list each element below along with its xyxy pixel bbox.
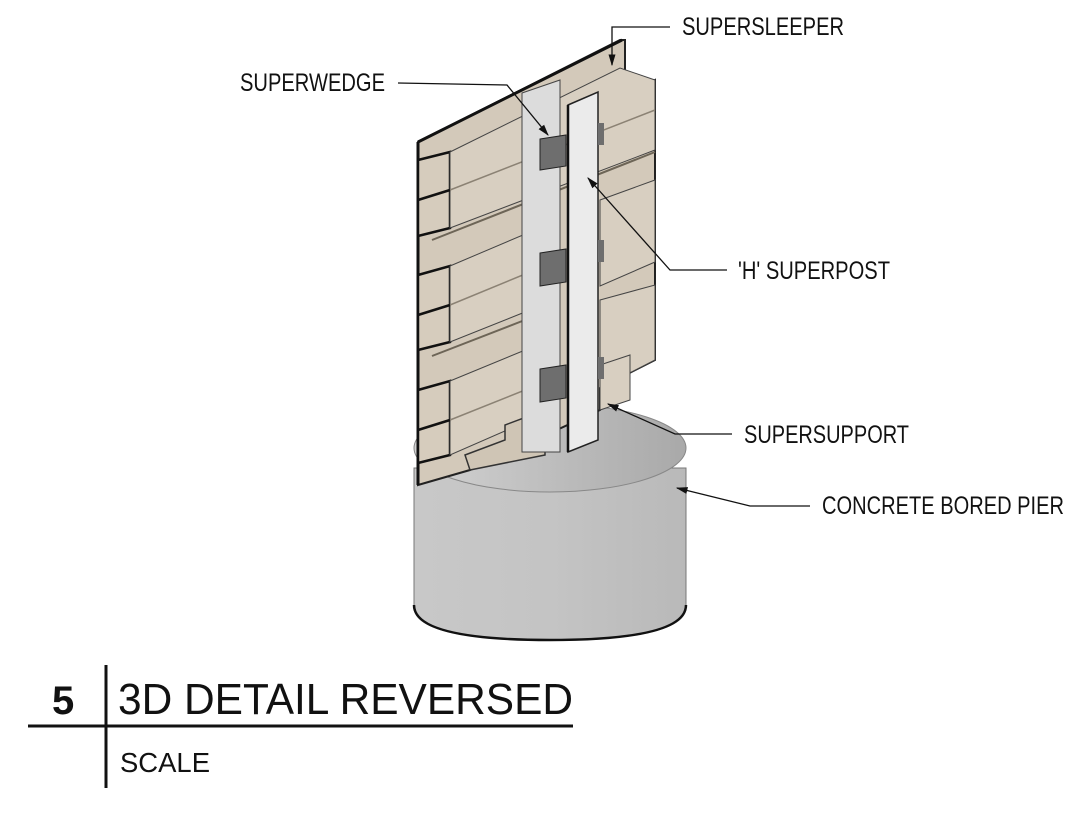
- pier-bottom-edge: [412, 604, 688, 642]
- post-front-flange: [567, 90, 599, 454]
- label-concrete-bored-pier: CONCRETE BORED PIER: [822, 492, 1064, 520]
- superwedge-3: [539, 364, 567, 403]
- superwedge-2: [539, 248, 567, 287]
- superwedge-1: [539, 134, 567, 171]
- scale-label: SCALE: [120, 747, 210, 778]
- callout-labels: SUPERSLEEPER SUPERWEDGE 'H' SUPERPOST SU…: [240, 13, 1064, 520]
- detail-number: 5: [52, 679, 74, 723]
- pier-body: [413, 467, 687, 641]
- superwedge-back-3: [598, 357, 604, 379]
- superwedges: [539, 123, 604, 403]
- detail-title: 3D DETAIL REVERSED: [118, 675, 573, 724]
- label-supersupport: SUPERSUPPORT: [744, 421, 909, 449]
- leader-superwedge: [397, 82, 549, 136]
- leader-concrete-bored-pier: [675, 487, 810, 507]
- label-supersleeper: SUPERSLEEPER: [682, 13, 844, 41]
- label-h-superpost: 'H' SUPERPOST: [738, 257, 890, 285]
- sleeper-top-edge: [417, 38, 623, 144]
- superwedge-back-2: [598, 240, 604, 262]
- title-block: 5 3D DETAIL REVERSED SCALE: [28, 665, 573, 788]
- label-superwedge: SUPERWEDGE: [240, 69, 385, 97]
- leader-supersupport: [606, 403, 732, 435]
- leader-supersleeper: [608, 26, 670, 67]
- superwedge-back-1: [598, 123, 604, 145]
- leader-lines: [397, 26, 810, 507]
- leader-h-superpost: [587, 177, 727, 271]
